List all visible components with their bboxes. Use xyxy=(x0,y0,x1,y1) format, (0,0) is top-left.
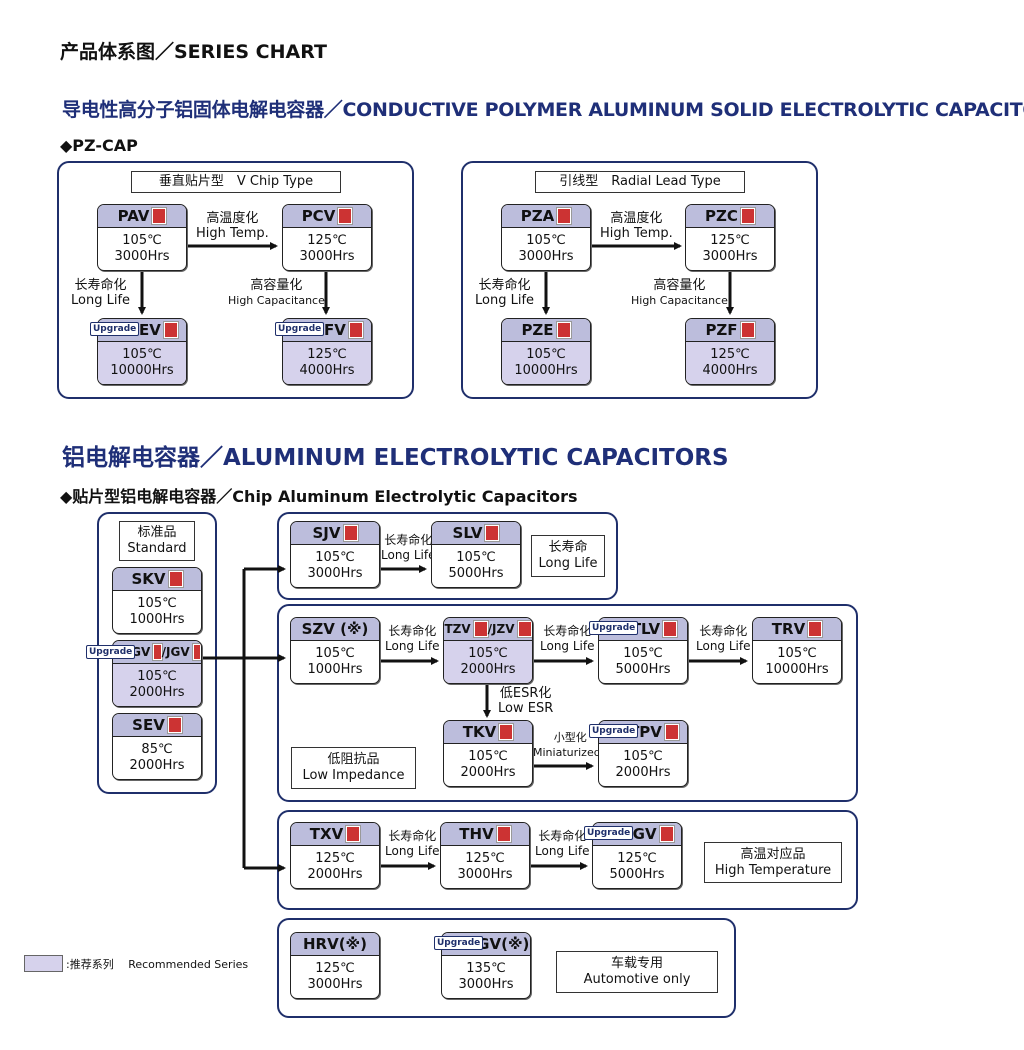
pdf-icon[interactable] xyxy=(740,322,755,338)
pzcap-subtitle: ◆PZ-CAP xyxy=(60,136,138,155)
upgrade-badge: Upgrade xyxy=(589,724,639,738)
pdf-icon[interactable] xyxy=(168,571,183,587)
legend-text: :推荐系列 Recommended Series xyxy=(66,958,249,971)
page-title: 产品体系图／SERIES CHART xyxy=(60,41,327,63)
pdf-icon[interactable] xyxy=(473,621,488,637)
pdf-icon[interactable] xyxy=(740,208,755,224)
upgrade-badge: Upgrade xyxy=(589,621,639,635)
pdf-icon[interactable] xyxy=(517,621,532,637)
pdf-icon[interactable] xyxy=(659,826,674,842)
upgrade-badge: Upgrade xyxy=(90,322,140,336)
pdf-icon[interactable] xyxy=(485,525,500,541)
upgrade-badge: Upgrade xyxy=(86,645,136,659)
pdf-icon[interactable] xyxy=(664,724,679,740)
radial-type-label: 引线型 Radial Lead Type xyxy=(535,171,745,193)
pdf-icon[interactable] xyxy=(346,826,361,842)
pdf-icon[interactable] xyxy=(343,525,358,541)
pdf-icon[interactable] xyxy=(192,644,201,660)
pdf-icon[interactable] xyxy=(663,621,678,637)
upgrade-badge: Upgrade xyxy=(434,936,484,950)
vchip-type-label: 垂直贴片型 V Chip Type xyxy=(131,171,341,193)
pdf-icon[interactable] xyxy=(808,621,823,637)
conductive-title: 导电性高分子铝固体电解电容器／CONDUCTIVE POLYMER ALUMIN… xyxy=(62,99,1024,121)
pdf-icon[interactable] xyxy=(163,322,178,338)
pdf-icon[interactable] xyxy=(499,724,514,740)
pdf-icon[interactable] xyxy=(338,208,353,224)
upgrade-badge: Upgrade xyxy=(275,322,325,336)
pdf-icon[interactable] xyxy=(152,208,167,224)
pdf-icon[interactable] xyxy=(496,826,511,842)
chip-subtitle: ◆贴片型铝电解电容器／Chip Aluminum Electrolytic Ca… xyxy=(60,487,578,506)
aluminum-title: 铝电解电容器／ALUMINUM ELECTROLYTIC CAPACITORS xyxy=(62,445,729,471)
pdf-icon[interactable] xyxy=(348,322,363,338)
legend-swatch xyxy=(24,955,63,972)
pdf-icon[interactable] xyxy=(167,717,182,733)
pdf-icon[interactable] xyxy=(557,208,572,224)
pdf-icon[interactable] xyxy=(556,322,571,338)
pdf-icon[interactable] xyxy=(153,644,162,660)
upgrade-badge: Upgrade xyxy=(584,826,634,840)
